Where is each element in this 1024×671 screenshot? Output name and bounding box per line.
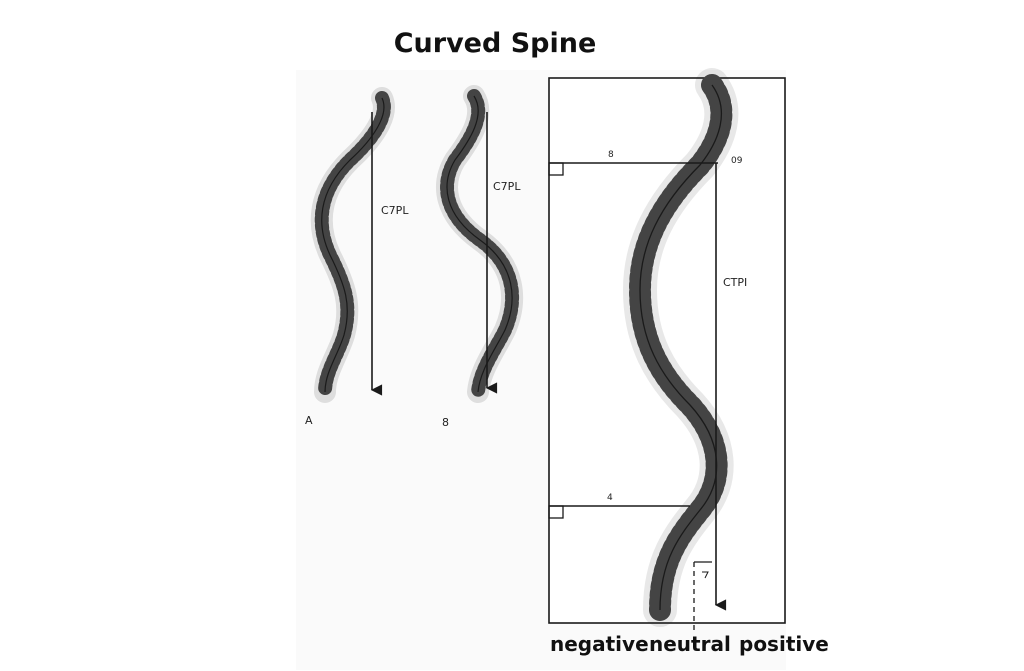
line-label-c: CTPI <box>723 276 748 289</box>
negative-label: negative <box>550 632 649 656</box>
line-label-b: C7PL <box>493 180 521 193</box>
line-label-a: C7PL <box>381 204 409 217</box>
spine-b <box>436 85 524 403</box>
spine-a <box>310 87 395 403</box>
top-offset-label: 8 <box>608 150 614 160</box>
panel-letter-b: 8 <box>442 416 449 429</box>
neutral-label: neutral <box>649 632 731 656</box>
right-angle-marker-top <box>548 162 564 176</box>
top-corner-label: 09 <box>731 156 743 166</box>
panel-c-frame <box>548 77 786 624</box>
positive-label: positive <box>739 632 829 656</box>
right-angle-marker-bottom <box>548 505 564 519</box>
bottom-offset-label: 4 <box>607 493 613 503</box>
panel-c <box>548 68 786 632</box>
page-title: Curved Spine <box>393 28 597 59</box>
panel-letter-a: A <box>305 414 313 427</box>
